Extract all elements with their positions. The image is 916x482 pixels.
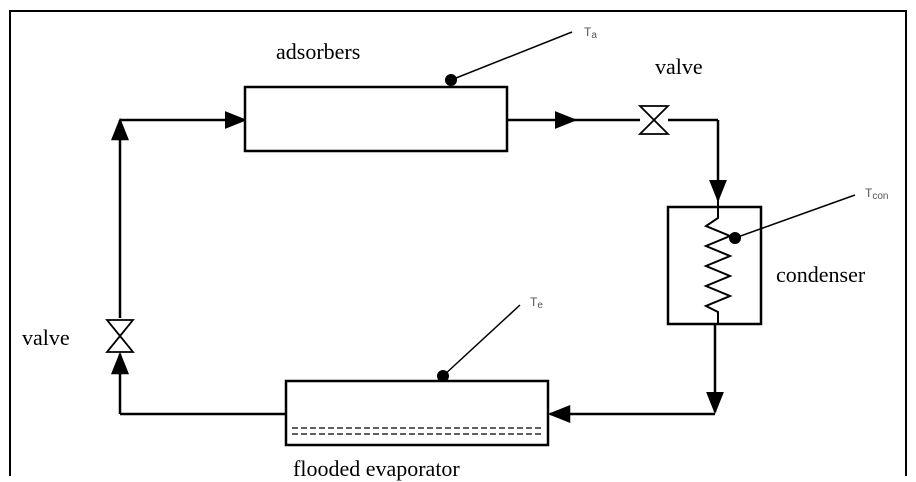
condenser-temp-label: Tcon	[865, 186, 888, 202]
pipe-network	[111, 111, 727, 423]
condenser-sensor-dot	[729, 232, 741, 244]
valve-left-icon	[105, 319, 135, 353]
valve-top-icon	[637, 105, 671, 135]
valve-top-label: valve	[655, 54, 703, 79]
adsorber-sensor-dot	[445, 74, 457, 86]
adsorber-temp-sensor: Ta	[445, 25, 597, 86]
condenser-box	[666, 205, 763, 326]
evaporator-box	[284, 379, 550, 447]
condenser-coil-icon	[703, 200, 733, 325]
adsorbers-label: adsorbers	[276, 39, 360, 64]
adsorber-temp-label: Ta	[584, 25, 597, 41]
valve-left-label: valve	[22, 325, 70, 350]
diagram-frame	[9, 10, 907, 476]
evaporator-label: flooded evaporator	[293, 456, 460, 481]
evaporator-sensor-dot	[437, 370, 449, 382]
condenser-label: condenser	[776, 262, 866, 287]
evaporator-temp-sensor: Te	[437, 295, 543, 382]
condenser-temp-sensor: Tcon	[729, 186, 888, 244]
evaporator-temp-label: Te	[530, 295, 543, 311]
adsorber-box	[243, 85, 509, 153]
